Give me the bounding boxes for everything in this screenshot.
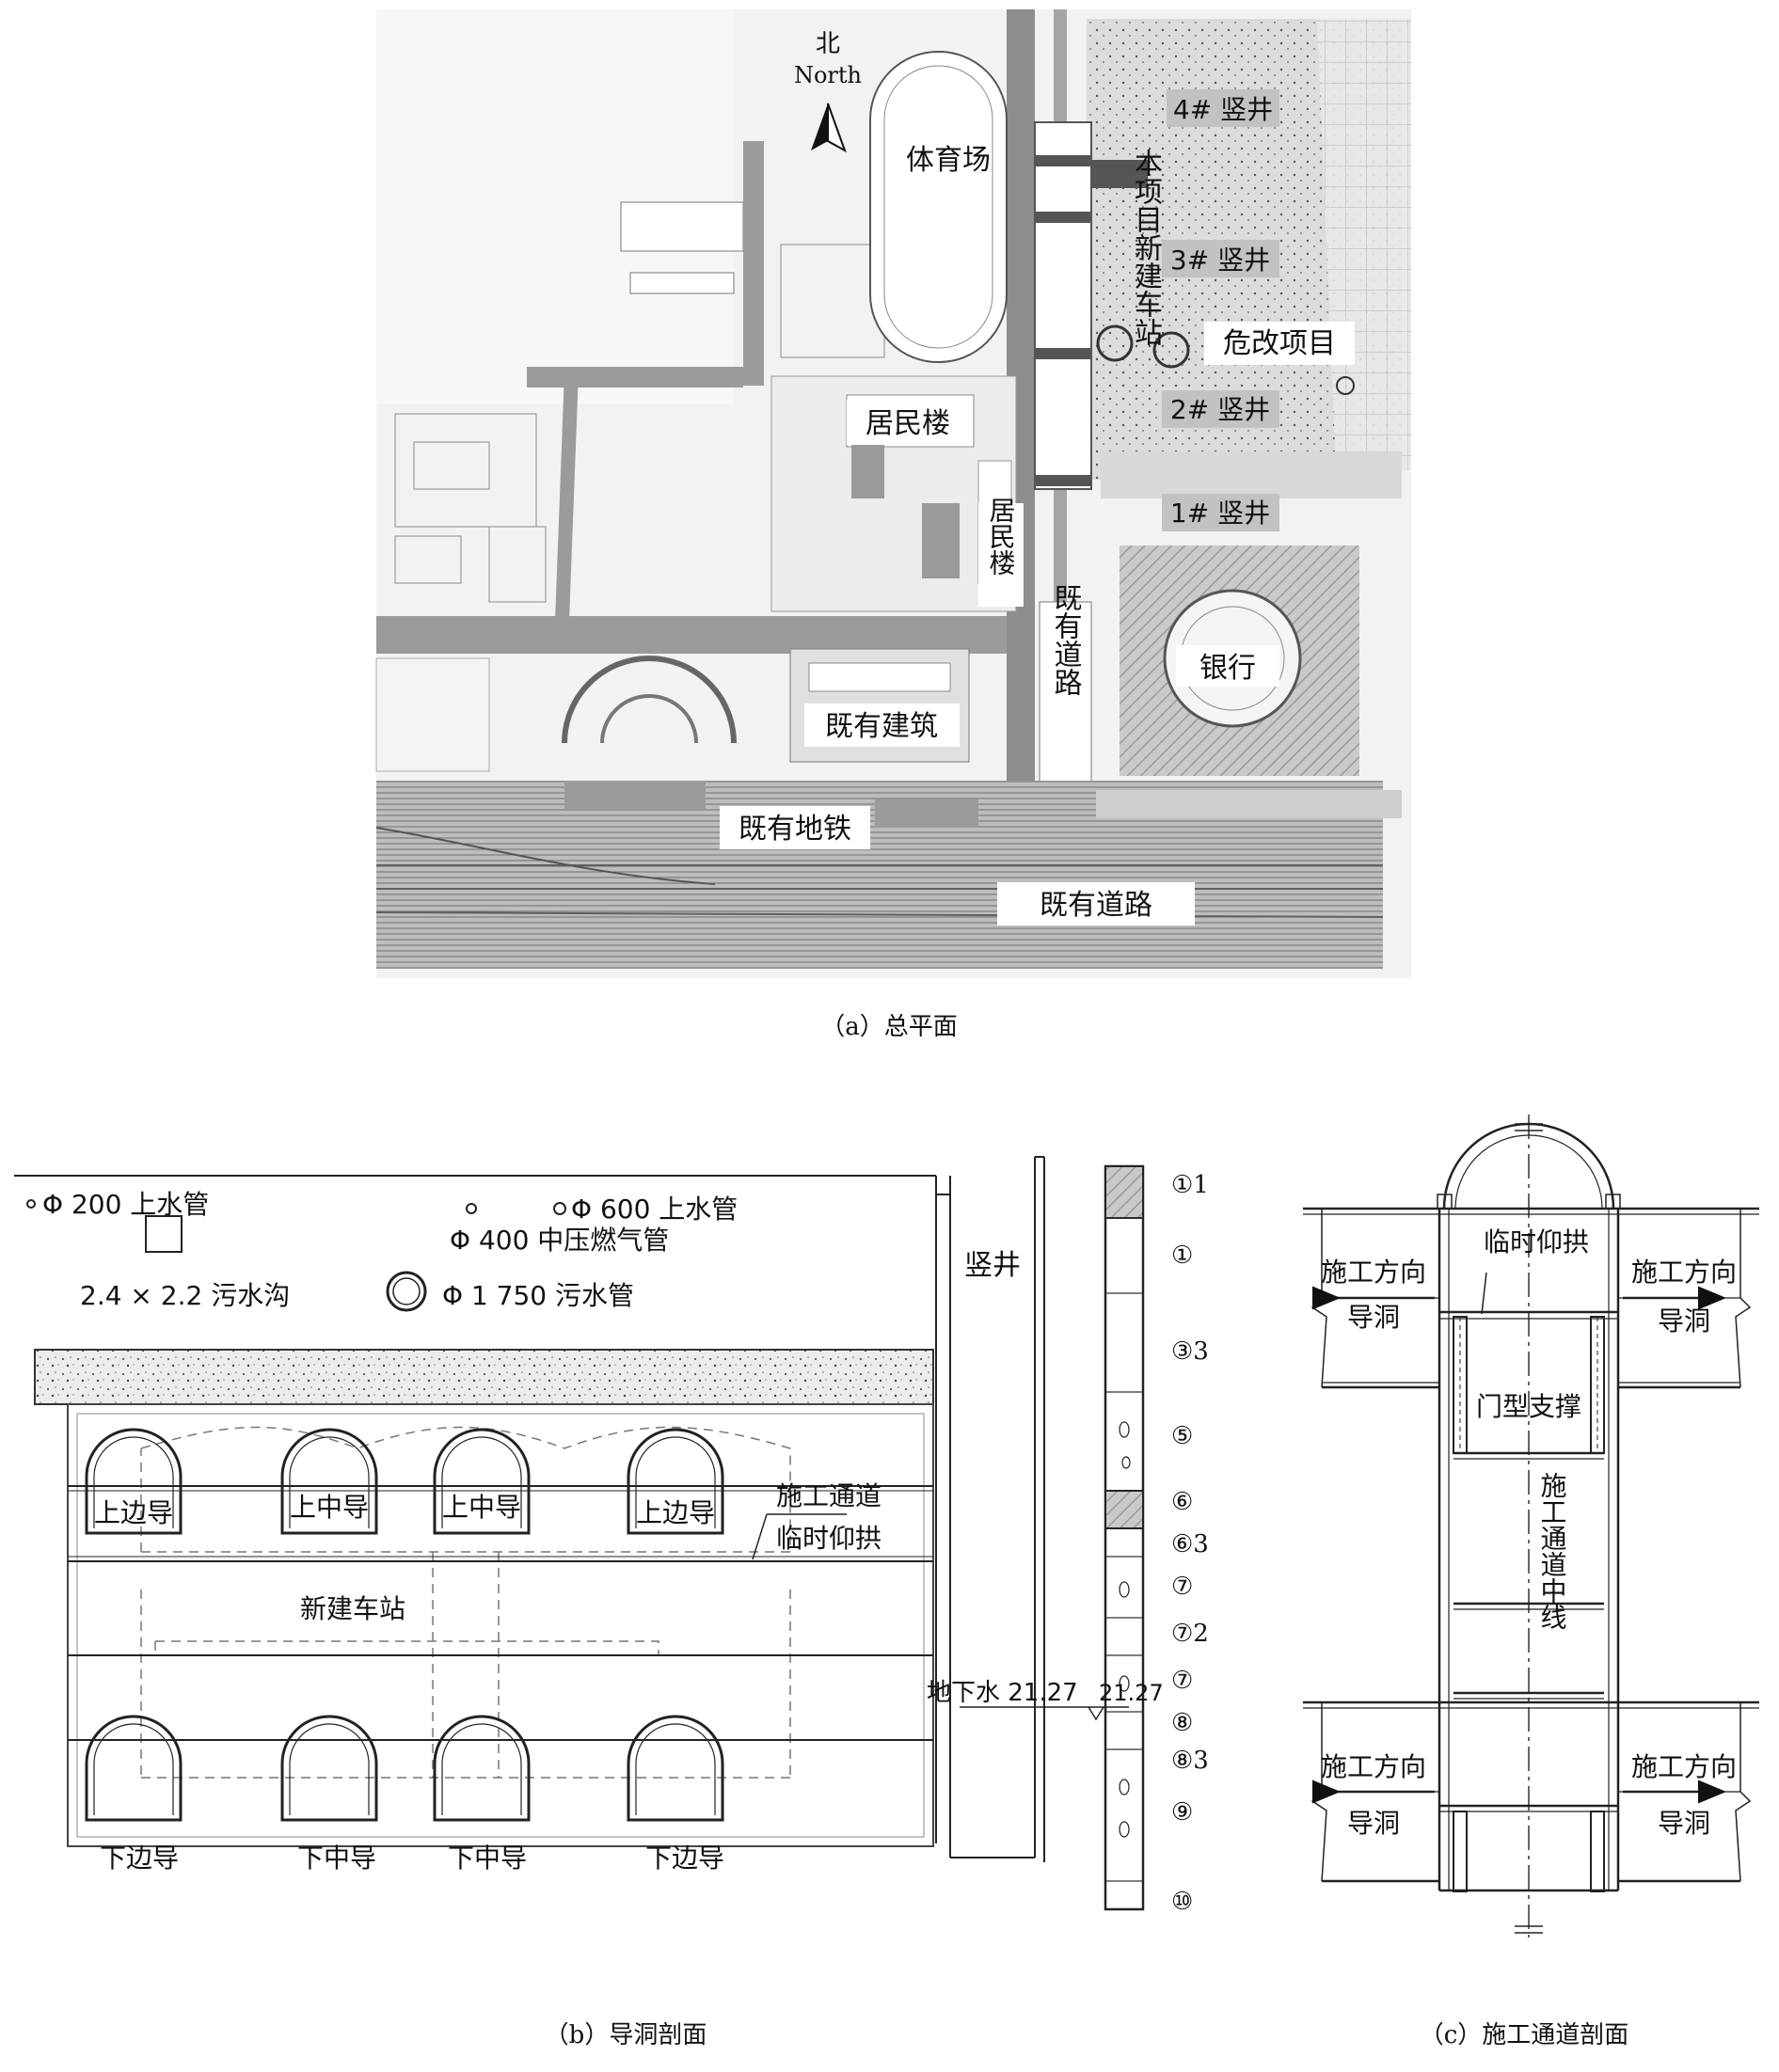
lower-adits xyxy=(85,1715,724,1822)
pipe-200-icon xyxy=(26,1199,36,1209)
road-north-south xyxy=(743,141,764,386)
direction-lower-right: 施工方向 xyxy=(1631,1751,1737,1782)
panel-b-labels: Φ 200 上水管 Φ 600 上水管 Φ 400 中压燃气管 2.4 × 2.… xyxy=(42,1171,1209,2049)
bank-building xyxy=(1120,546,1359,776)
panel-b-adit-section xyxy=(14,1156,1145,1911)
temp-arch-label: 临时仰拱 xyxy=(776,1523,882,1554)
lower-side-adit-right: 下边导 xyxy=(645,1843,724,1874)
portal-brace-label: 门型支撑 xyxy=(1476,1391,1581,1422)
upper-mid-adit-1: 上中导 xyxy=(290,1492,369,1523)
panel-c-passage-section xyxy=(1303,1115,1759,1938)
sewer-ditch-icon xyxy=(145,1215,183,1253)
stratum-label: ⑤ xyxy=(1171,1422,1193,1450)
concrete-cover-slab xyxy=(34,1349,934,1405)
existing-metro-label: 既有地铁 xyxy=(739,813,851,846)
strata-labels: ①1 ① ③3 ⑤ ⑥ ⑥3 ⑦ ⑦2 ⑦ ⑧ ⑧3 ⑨ ⑩ xyxy=(1171,1171,1209,1916)
centerline-label: 施工通道中线 xyxy=(1537,1472,1568,1630)
bank-label: 银行 xyxy=(1199,652,1256,685)
caption-c: （c）施工通道剖面 xyxy=(1420,2021,1629,2049)
gas-pipe-icon xyxy=(466,1203,477,1214)
shaft-label: 竖井 xyxy=(964,1249,1021,1282)
stratum-label: ⑦ xyxy=(1171,1573,1193,1601)
north-label-cn: 北 xyxy=(816,30,840,58)
shaft-3-label: 3# 竖井 xyxy=(1170,245,1270,276)
new-station-label: 新建车站 xyxy=(300,1593,405,1624)
caption-a: （a）总平面 xyxy=(820,1013,958,1041)
existing-road-horizontal-label: 既有道路 xyxy=(1040,889,1152,922)
stratum-label: ⑩ xyxy=(1171,1888,1193,1916)
adit-lower-right: 导洞 xyxy=(1658,1808,1710,1839)
new-station-footprint xyxy=(1034,121,1092,490)
direction-upper-left: 施工方向 xyxy=(1321,1257,1426,1288)
stratum-label: ⑥ xyxy=(1171,1488,1193,1516)
direction-upper-right: 施工方向 xyxy=(1631,1257,1737,1288)
lower-mid-adit-1: 下中导 xyxy=(297,1843,376,1874)
sewer-ditch-label: 2.4 × 2.2 污水沟 xyxy=(80,1280,290,1311)
north-label-en: North xyxy=(794,62,862,88)
pipe-600-label: Φ 600 上水管 xyxy=(571,1194,738,1225)
residential-label-1: 居民楼 xyxy=(866,407,950,440)
upper-mid-adit-2: 上中导 xyxy=(442,1492,521,1523)
upper-adits xyxy=(85,1428,724,1535)
stratum-label: ①1 xyxy=(1171,1171,1209,1199)
temp-arch-label-c: 临时仰拱 xyxy=(1484,1226,1589,1257)
stadium-label: 体育场 xyxy=(906,144,991,177)
north-arrow: 北 North xyxy=(794,30,862,153)
shaft-2-label: 2# 竖井 xyxy=(1170,394,1270,425)
shaft-4-label: 4# 竖井 xyxy=(1173,94,1273,125)
direction-lower-left: 施工方向 xyxy=(1321,1751,1426,1782)
pipe-600-icon xyxy=(553,1202,566,1215)
panel-c-labels: 临时仰拱 施工方向 施工方向 导洞 导洞 门型支撑 施工通道中线 施工方向 施工… xyxy=(1321,1226,1737,2049)
stratum-label: ⑧3 xyxy=(1171,1747,1209,1775)
lower-side-adit-left: 下边导 xyxy=(100,1843,179,1874)
caption-b: （b）导洞剖面 xyxy=(545,2021,707,2049)
passage-dome xyxy=(1442,1122,1615,1210)
stratum-label: ③3 xyxy=(1171,1337,1209,1366)
stratum-label: ⑦ xyxy=(1171,1667,1193,1695)
passage-label: 施工通道 xyxy=(776,1480,882,1511)
renovation-label: 危改项目 xyxy=(1223,327,1336,360)
stratum-label: ⑦2 xyxy=(1171,1620,1209,1648)
stratum-label: ⑧ xyxy=(1171,1709,1193,1737)
station-box-outline xyxy=(67,1403,934,1847)
adit-upper-right: 导洞 xyxy=(1658,1305,1710,1337)
groundwater-label: 地下水 21.27 xyxy=(927,1679,1078,1707)
shaft-1-label: 1# 竖井 xyxy=(1170,498,1270,529)
sewer-1750-icon xyxy=(386,1271,427,1312)
existing-building-label: 既有建筑 xyxy=(825,710,938,743)
stratum-label: ⑥3 xyxy=(1171,1530,1209,1558)
stratum-label: ⑨ xyxy=(1171,1798,1193,1827)
adit-lower-left: 导洞 xyxy=(1347,1808,1400,1839)
existing-road-vertical-label: 既有道路 xyxy=(1049,583,1082,696)
residential-label-2: 居民楼 xyxy=(986,497,1017,576)
sewer-1750-label: Φ 1 750 污水管 xyxy=(442,1280,634,1311)
gas-pipe-label: Φ 400 中压燃气管 xyxy=(450,1225,669,1256)
upper-side-adit-right: 上边导 xyxy=(636,1497,715,1528)
stratum-label: ① xyxy=(1171,1242,1193,1270)
adit-upper-left: 导洞 xyxy=(1347,1302,1400,1333)
pipe-200-label: Φ 200 上水管 xyxy=(42,1189,209,1220)
groundwater-level-value: 21.27 xyxy=(1099,1680,1164,1706)
strata-column xyxy=(1104,1164,1145,1911)
lower-mid-adit-2: 下中导 xyxy=(448,1843,527,1874)
road-east-west xyxy=(376,616,1025,654)
upper-side-adit-left: 上边导 xyxy=(94,1497,173,1528)
